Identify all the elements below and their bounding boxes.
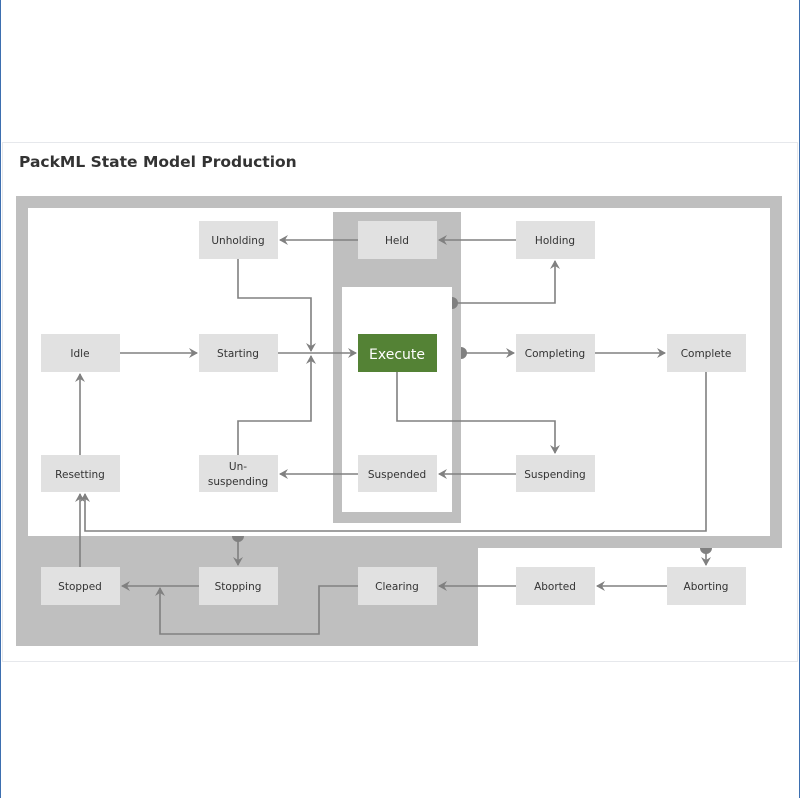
- state-aborted[interactable]: Aborted: [516, 567, 595, 605]
- state-starting[interactable]: Starting: [199, 334, 278, 372]
- state-label: Suspending: [524, 469, 585, 481]
- state-stopped[interactable]: Stopped: [41, 567, 120, 605]
- state-label: Clearing: [375, 581, 419, 593]
- state-complete[interactable]: Complete: [667, 334, 746, 372]
- state-unsuspending[interactable]: Un-suspending: [199, 455, 278, 492]
- state-label: Aborting: [684, 581, 729, 593]
- state-label: Idle: [70, 348, 89, 360]
- state-resetting[interactable]: Resetting: [41, 455, 120, 492]
- state-holding[interactable]: Holding: [516, 221, 595, 259]
- state-suspending[interactable]: Suspending: [516, 455, 595, 492]
- state-label: Holding: [535, 235, 575, 247]
- state-execute[interactable]: Execute: [358, 334, 437, 372]
- state-label: Aborted: [534, 581, 576, 593]
- state-suspended[interactable]: Suspended: [358, 455, 437, 492]
- state-label: Stopping: [215, 581, 262, 593]
- state-label: Complete: [681, 348, 732, 360]
- state-label: Resetting: [55, 469, 105, 481]
- state-label: Starting: [217, 348, 259, 360]
- state-label: Unholding: [211, 235, 264, 247]
- state-stopping[interactable]: Stopping: [199, 567, 278, 605]
- state-label: Execute: [369, 347, 425, 363]
- state-unholding[interactable]: Unholding: [199, 221, 278, 259]
- state-held[interactable]: Held: [358, 221, 437, 259]
- state-label: Suspended: [368, 469, 426, 481]
- state-label: Un-: [229, 461, 247, 473]
- state-label: Stopped: [58, 581, 102, 593]
- transitions: [75, 235, 712, 635]
- state-completing[interactable]: Completing: [516, 334, 595, 372]
- state-clearing[interactable]: Clearing: [358, 567, 437, 605]
- state-idle[interactable]: Idle: [41, 334, 120, 372]
- state-label: suspending: [208, 476, 268, 488]
- state-aborting[interactable]: Aborting: [667, 567, 746, 605]
- page-title: PackML State Model Production: [19, 153, 297, 171]
- state-label: Completing: [525, 348, 585, 360]
- state-label: Held: [385, 235, 409, 247]
